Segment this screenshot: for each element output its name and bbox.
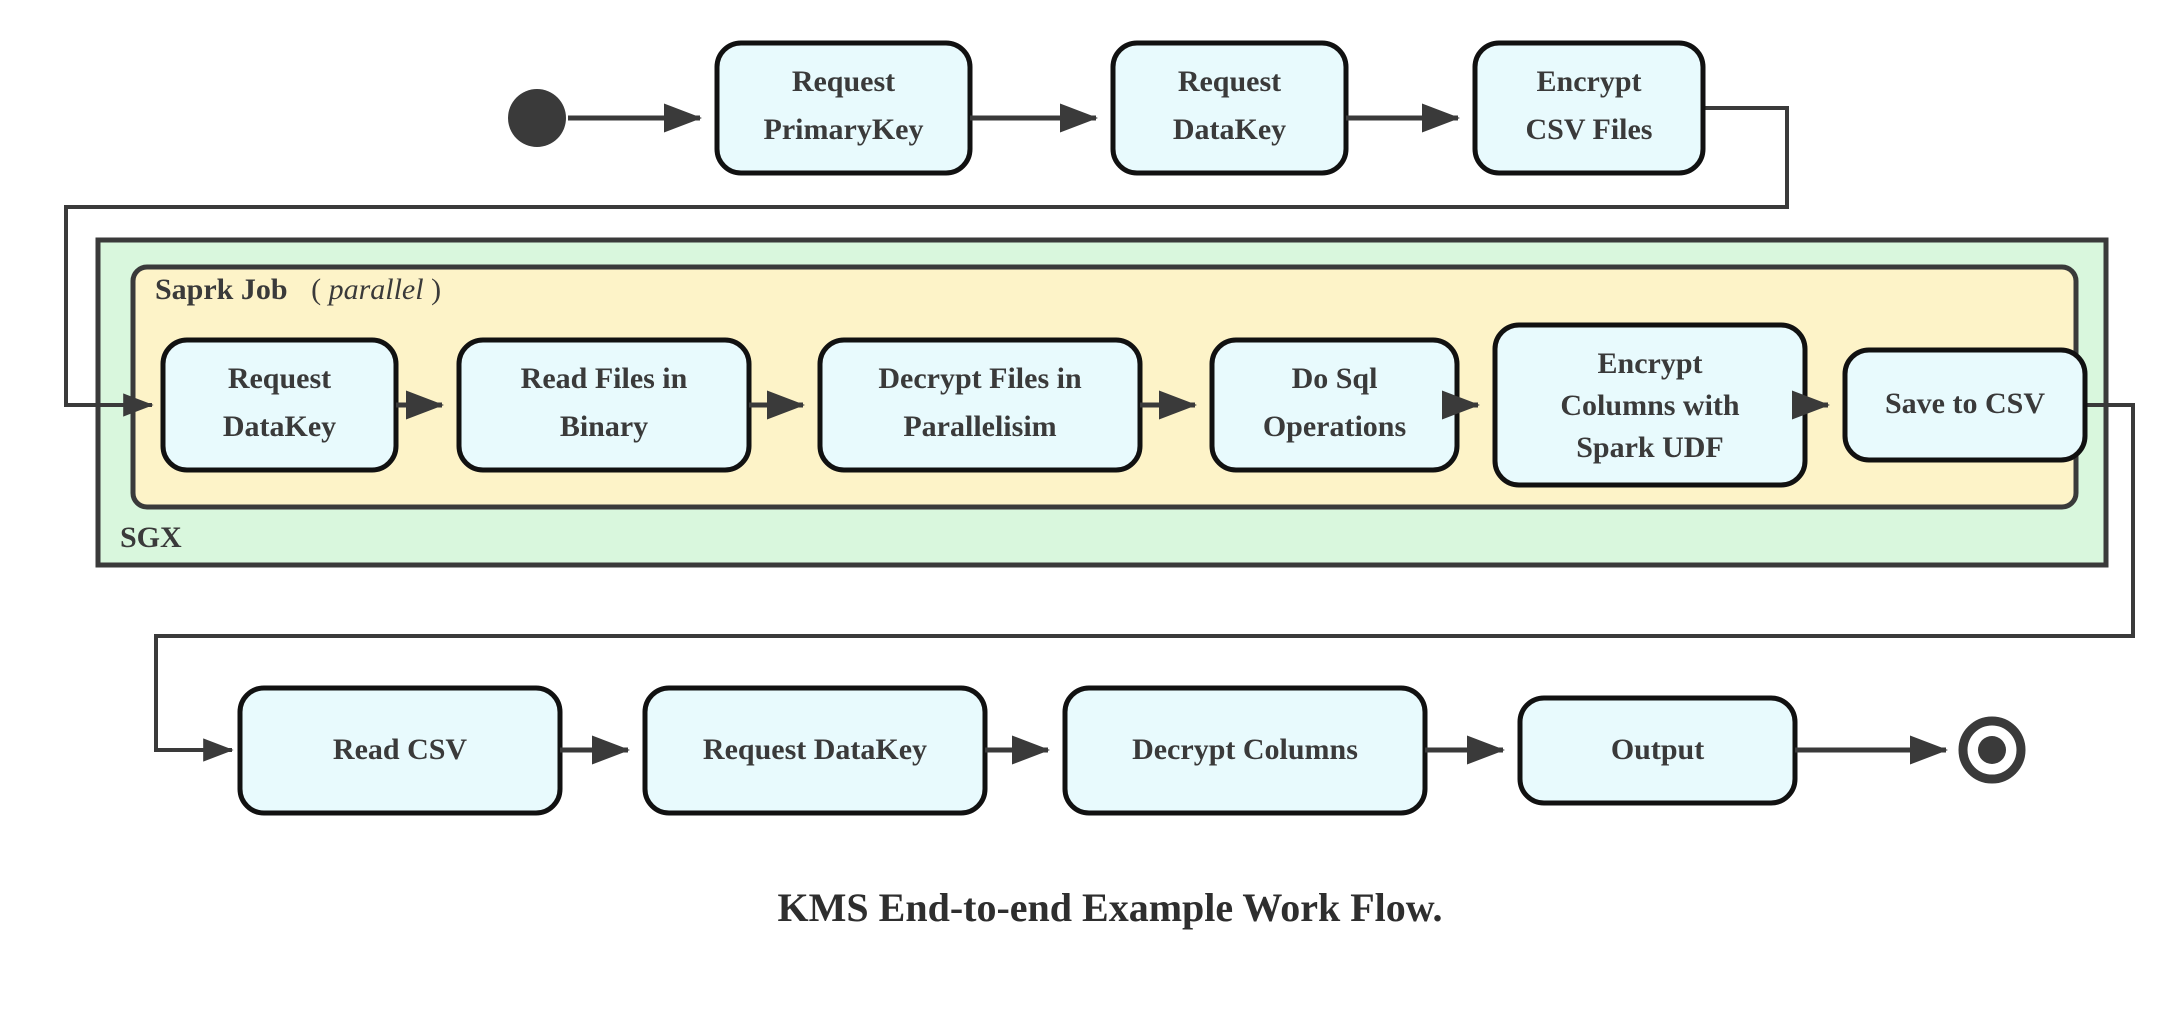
node-label-line: Read Files in xyxy=(521,362,688,395)
node-request-datakey-top[interactable]: Request DataKey xyxy=(1110,40,1349,176)
node-save-to-csv[interactable]: Save to CSV xyxy=(1842,347,2088,463)
node-encrypt-columns-with-spark-udf[interactable]: Encrypt Columns with Spark UDF xyxy=(1492,322,1808,488)
node-request-primarykey[interactable]: Request PrimaryKey xyxy=(714,40,973,176)
node-label-line: Request xyxy=(1178,65,1281,98)
start-node xyxy=(508,89,566,147)
node-label-line: Operations xyxy=(1263,410,1406,443)
node-label-line: CSV Files xyxy=(1526,113,1653,146)
group-label-paren-open: ( xyxy=(311,273,321,306)
edge-save-to-csv-to-read-csv xyxy=(154,403,2135,762)
node-do-sql-operations[interactable]: Do Sql Operations xyxy=(1209,337,1460,473)
node-label-line: Request xyxy=(792,65,895,98)
node-read-files-in-binary[interactable]: Read Files in Binary xyxy=(456,337,752,473)
group-label-sgx: SGX xyxy=(120,521,182,554)
node-encrypt-csv-files[interactable]: Encrypt CSV Files xyxy=(1472,40,1706,176)
node-label-line: Read CSV xyxy=(333,733,468,766)
group-label-spark-job-italic: parallel xyxy=(327,273,424,306)
node-request-datakey-bottom[interactable]: Request DataKey xyxy=(642,685,988,816)
node-label-line: Encrypt xyxy=(1598,347,1703,380)
node-request-datakey-spark[interactable]: Request DataKey xyxy=(160,337,399,473)
end-node xyxy=(1958,716,2026,784)
node-label-line: Output xyxy=(1611,733,1704,766)
group-label-spark-job: Saprk Job ( parallel ) xyxy=(155,273,441,306)
node-output[interactable]: Output xyxy=(1517,695,1798,806)
edge-encrypt-csv-files-to-request-datakey-spark xyxy=(64,106,1789,417)
group-label-spark-job-bold: Saprk Job xyxy=(155,273,288,306)
node-label-line: Spark UDF xyxy=(1576,431,1724,464)
node-decrypt-files-in-parallelisim[interactable]: Decrypt Files in Parallelisim xyxy=(817,337,1143,473)
node-label-line: Save to CSV xyxy=(1885,387,2045,420)
node-label-line: DataKey xyxy=(223,410,336,443)
node-decrypt-columns[interactable]: Decrypt Columns xyxy=(1062,685,1428,816)
node-label-line: Do Sql xyxy=(1292,362,1378,395)
node-label-line: Decrypt Columns xyxy=(1132,733,1358,766)
node-label-line: Columns with xyxy=(1560,389,1740,422)
node-label-line: Parallelisim xyxy=(903,410,1056,443)
diagram-caption: KMS End-to-end Example Work Flow. xyxy=(778,885,1443,930)
node-label-line: PrimaryKey xyxy=(764,113,924,146)
node-label-line: Binary xyxy=(560,410,648,443)
node-label-line: Request xyxy=(228,362,331,395)
node-label-line: Decrypt Files in xyxy=(878,362,1082,395)
node-read-csv[interactable]: Read CSV xyxy=(237,685,563,816)
node-label-line: Encrypt xyxy=(1537,65,1642,98)
group-label-paren-close: ) xyxy=(431,273,441,306)
node-label-line: Request DataKey xyxy=(703,733,927,766)
node-label-line: DataKey xyxy=(1173,113,1286,146)
